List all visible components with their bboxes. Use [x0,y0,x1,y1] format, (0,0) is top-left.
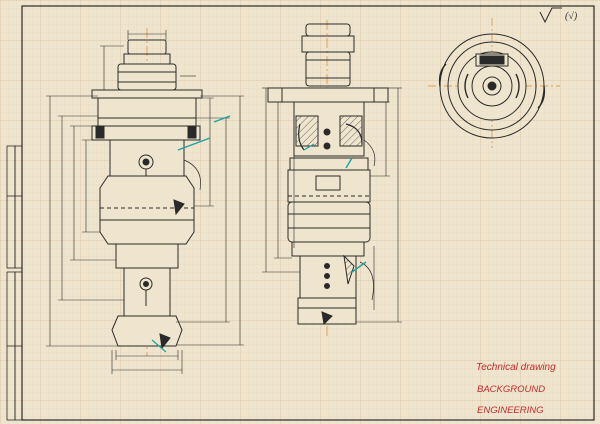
roughness-label: (√) [565,11,578,22]
title-block-title: Technical drawing [476,362,556,373]
end-view-circle [428,18,560,148]
left-margin-strips [6,145,23,421]
title-block-background-label: BACKGROUND [477,384,546,395]
center-section-view [262,20,402,336]
roughness-symbol [539,7,562,24]
left-elevation-view [46,28,244,374]
title-block-engineering-label: ENGINEERING [477,405,544,416]
